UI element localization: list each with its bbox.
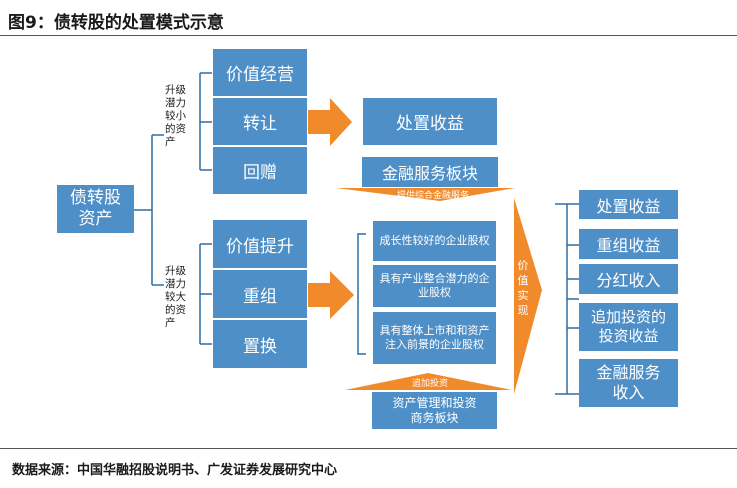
upper-brace <box>199 72 212 171</box>
target-box-3: 具有整体上市和和资产注入前景的企业股权 <box>372 311 497 365</box>
asset-management-box: 资产管理和投资 商务板块 <box>372 392 497 429</box>
upper-result-box: 处置收益 <box>363 98 497 145</box>
upper-option-2: 转让 <box>212 97 308 146</box>
upper-side-label: 升级 潜力 较小 的资 产 <box>165 84 186 148</box>
invest-arrow <box>345 373 512 390</box>
bottom-rule <box>0 448 737 449</box>
upper-option-1: 价值经营 <box>212 48 308 97</box>
lower-option-2: 重组 <box>212 269 308 319</box>
lower-side-label: 升级 潜力 较大 的资 产 <box>165 265 186 329</box>
lower-brace <box>199 243 212 345</box>
left-brace <box>134 134 164 286</box>
outcome-5: 金融服务 收入 <box>579 359 678 407</box>
upper-option-3: 回赠 <box>212 146 308 195</box>
target-bracket <box>357 233 366 355</box>
outcome-1: 处置收益 <box>579 190 678 219</box>
outcome-4: 追加投资的 投资收益 <box>579 303 678 351</box>
lower-target-arrow <box>308 271 354 319</box>
outcome-3: 分红收入 <box>579 264 678 294</box>
target-box-2: 具有产业整合潜力的企业股权 <box>372 264 497 308</box>
value-realization-label: 价值实现 <box>517 259 529 317</box>
lower-option-3: 置换 <box>212 319 308 369</box>
target-box-1: 成长性较好的企业股权 <box>372 220 497 262</box>
left-node: 债转股 资产 <box>57 185 134 233</box>
services-arrow-label: 提供综合金融服务 <box>396 191 469 201</box>
value-realization-arrow <box>514 198 542 394</box>
upper-result-arrow <box>308 98 352 146</box>
invest-arrow-label: 追加投资 <box>411 379 448 389</box>
lower-option-1: 价值提升 <box>212 219 308 269</box>
top-rule <box>0 35 737 36</box>
services-arrow <box>336 188 515 201</box>
services-box: 金融服务板块 <box>362 157 498 187</box>
outcome-brace <box>555 203 579 395</box>
figure-source: 数据来源：中国华融招股说明书、广发证券发展研究中心 <box>12 463 338 478</box>
figure-title: 图9：债转股的处置模式示意 <box>8 13 224 33</box>
outcome-2: 重组收益 <box>579 229 678 259</box>
